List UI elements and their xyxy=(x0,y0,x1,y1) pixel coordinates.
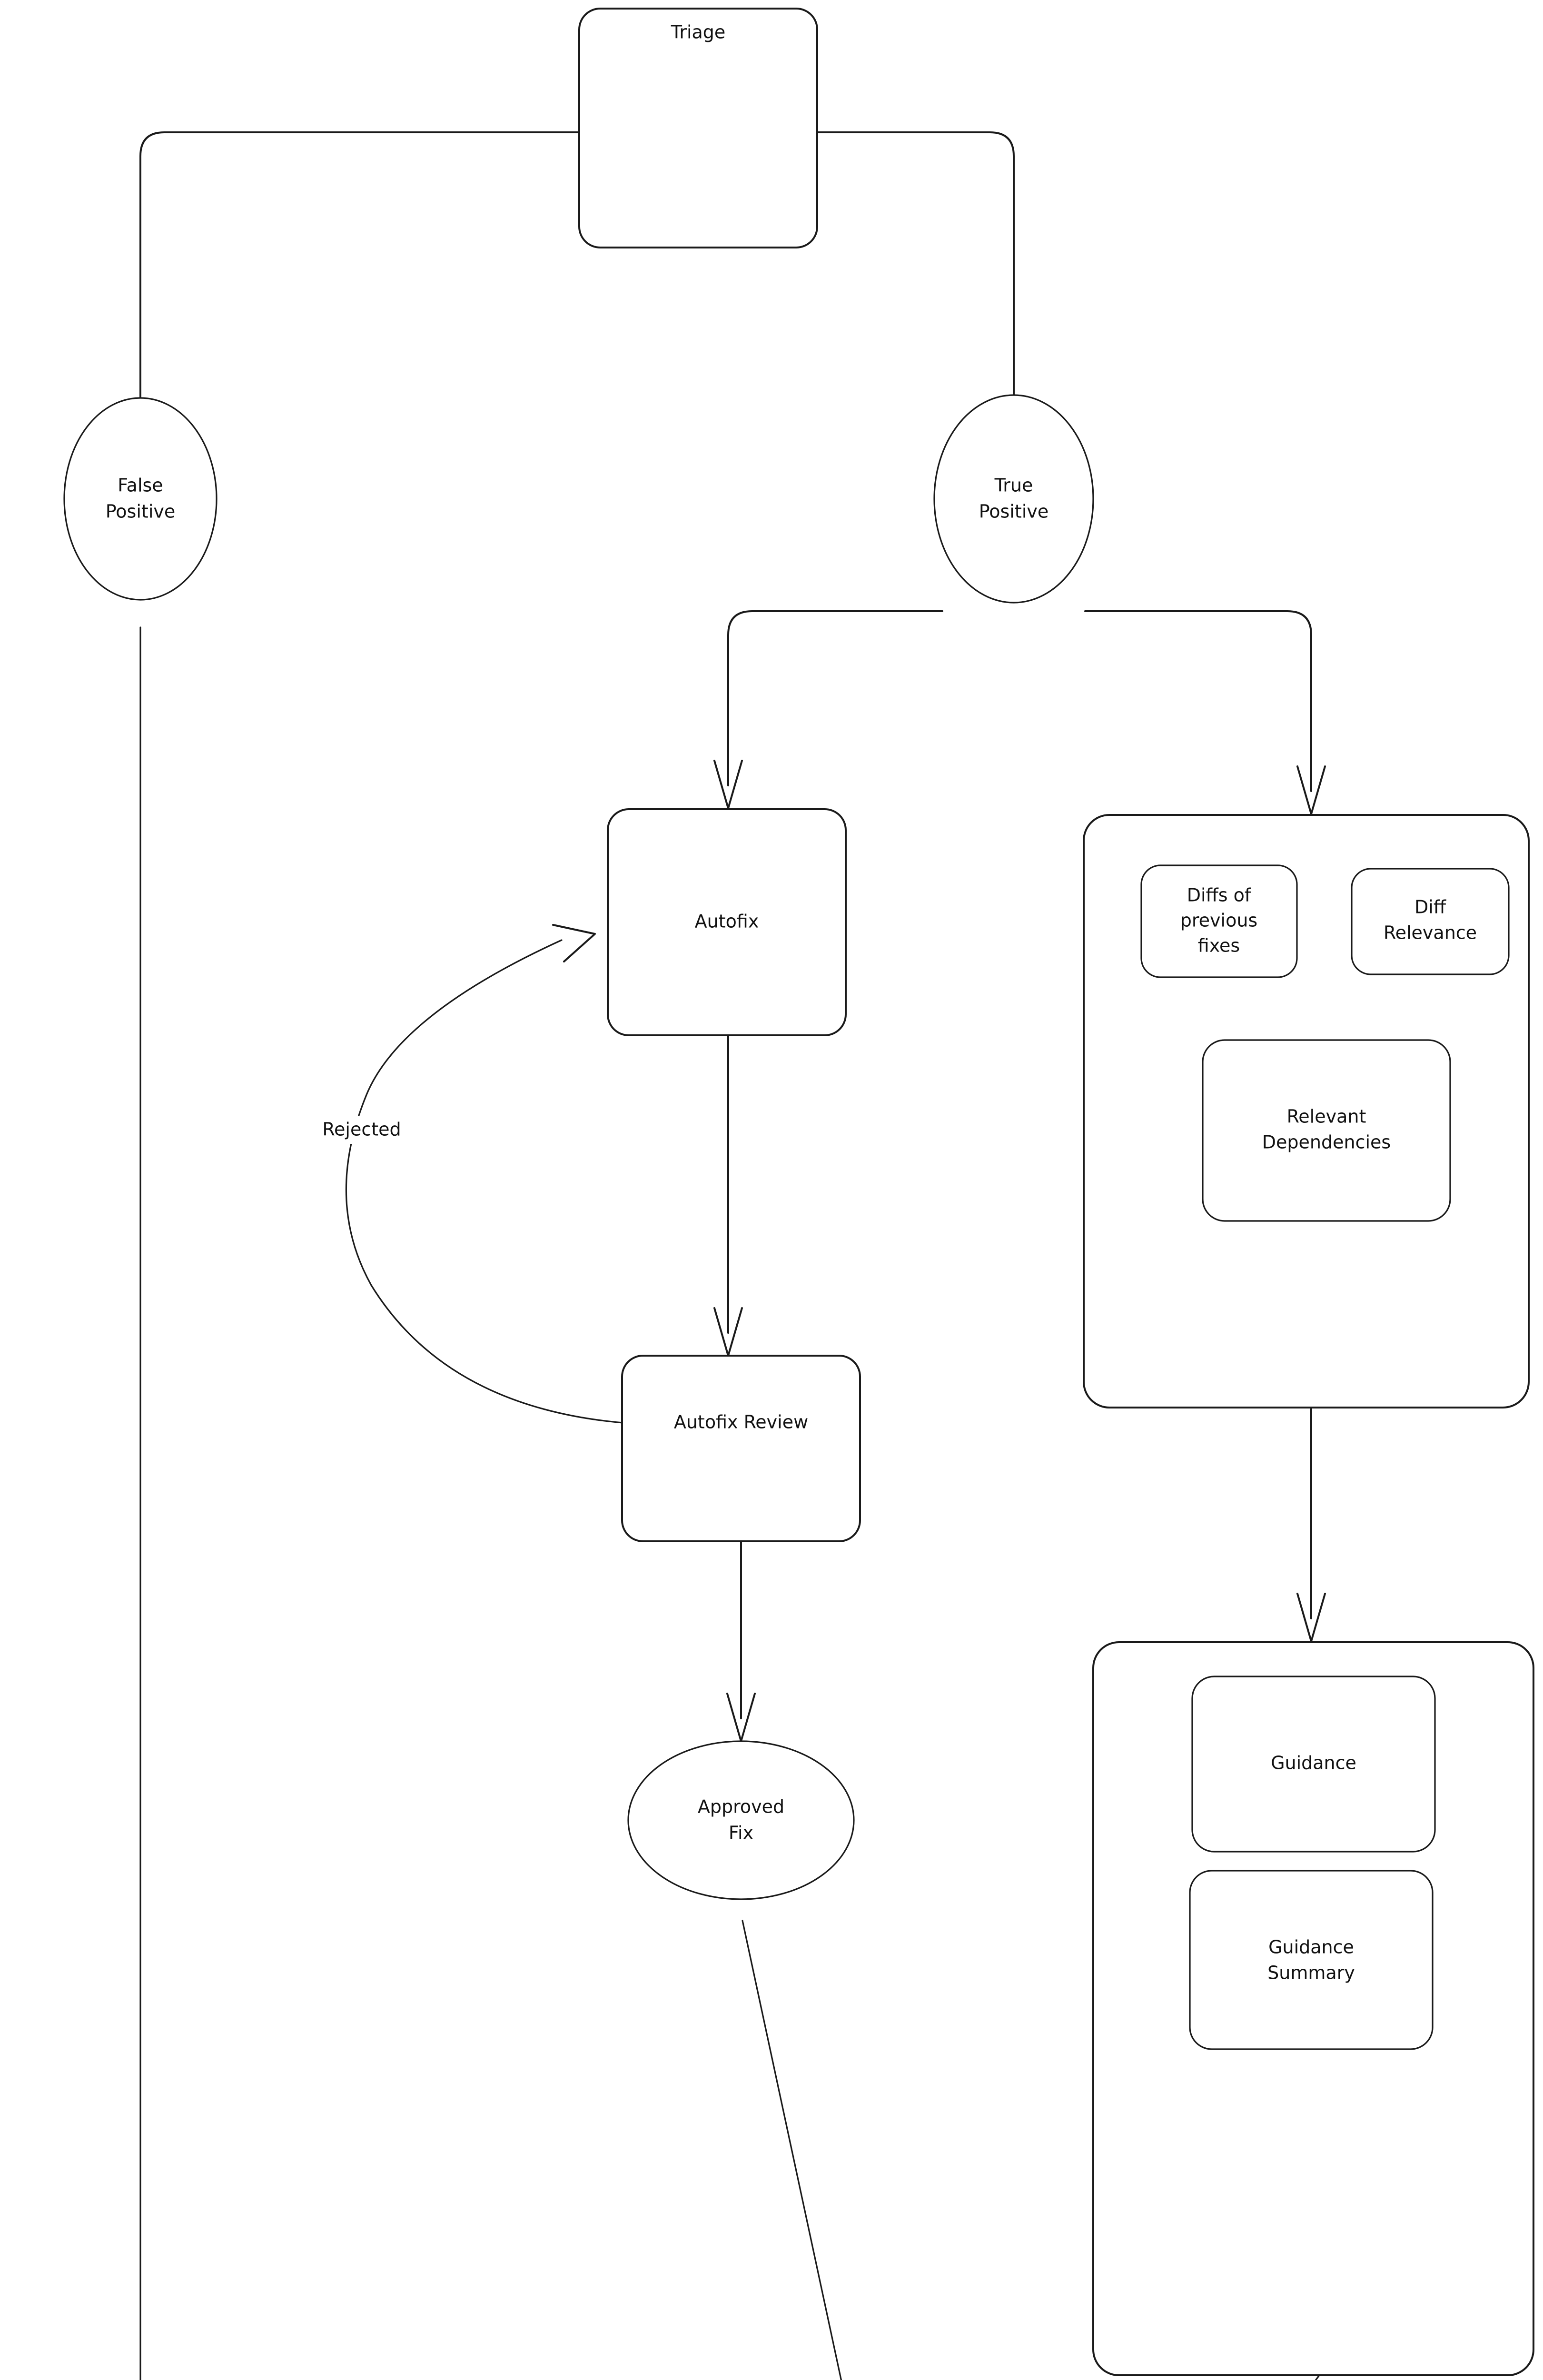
node-autofix-label: Autofix xyxy=(695,911,759,932)
node-approved-fix-label-line1: Approved xyxy=(698,1796,784,1817)
edge-autofix-review-to-autofix-rejected xyxy=(345,924,629,1424)
edge-autofix-to-autofix-review xyxy=(713,1034,743,1357)
node-diffs-label-line1: Diffs of xyxy=(1187,885,1252,906)
edge-triage-to-true-positive xyxy=(815,131,1015,498)
node-false-positive[interactable]: False Positive xyxy=(63,397,218,601)
edge-true-positive-to-autofix xyxy=(713,610,943,809)
node-guidance-summary[interactable]: Guidance Summary xyxy=(1189,1870,1434,2050)
node-diffs-label-line3: fixes xyxy=(1198,935,1240,956)
node-guidance[interactable]: Guidance xyxy=(1191,1676,1436,1853)
node-autofix-review[interactable]: Autofix Review xyxy=(621,1355,861,1542)
node-true-positive[interactable]: True Positive xyxy=(933,394,1094,604)
node-triage[interactable]: Triage xyxy=(578,8,818,248)
node-relevant-dependencies[interactable]: Relevant Dependencies xyxy=(1202,1039,1451,1222)
node-diff-relevance[interactable]: Diff Relevance xyxy=(1351,868,1510,975)
node-false-positive-label-line2: Positive xyxy=(106,501,176,522)
node-autofix[interactable]: Autofix xyxy=(607,808,847,1036)
edge-context-cluster-to-guidance-cluster xyxy=(1296,1408,1326,1642)
node-triage-label: Triage xyxy=(671,22,726,43)
edge-approved-fix-to-pr-comment-fix xyxy=(742,1920,842,2380)
node-true-positive-label-line2: Positive xyxy=(979,501,1049,522)
node-approved-fix-label-line2: Fix xyxy=(729,1823,753,1844)
node-guidance-summary-label-line1: Guidance xyxy=(1268,1937,1354,1958)
node-diff-relevance-label-line1: Diff xyxy=(1414,897,1446,918)
node-guidance-label: Guidance xyxy=(1271,1753,1356,1774)
node-relevant-dependencies-label-line1: Relevant xyxy=(1287,1106,1366,1127)
node-true-positive-label-line1: True xyxy=(994,475,1033,496)
edge-true-positive-to-context-cluster xyxy=(1084,610,1326,815)
edge-label-rejected-text: Rejected xyxy=(322,1119,401,1140)
node-false-positive-label-line1: False xyxy=(118,475,163,496)
node-guidance-summary-label-line2: Summary xyxy=(1267,1963,1355,1983)
node-approved-fix[interactable]: Approved Fix xyxy=(627,1740,855,1900)
node-diff-relevance-label-line2: Relevance xyxy=(1384,922,1477,943)
node-autofix-review-label: Autofix Review xyxy=(674,1412,808,1433)
edge-false-positive-to-pr-comment-ignore xyxy=(139,626,141,2380)
node-diffs-of-previous-fixes[interactable]: Diffs of previous fixes xyxy=(1140,864,1298,978)
node-diffs-label-line2: previous xyxy=(1180,910,1257,931)
edge-label-rejected: Rejected xyxy=(297,1116,426,1144)
node-relevant-dependencies-label-line2: Dependencies xyxy=(1262,1132,1391,1153)
